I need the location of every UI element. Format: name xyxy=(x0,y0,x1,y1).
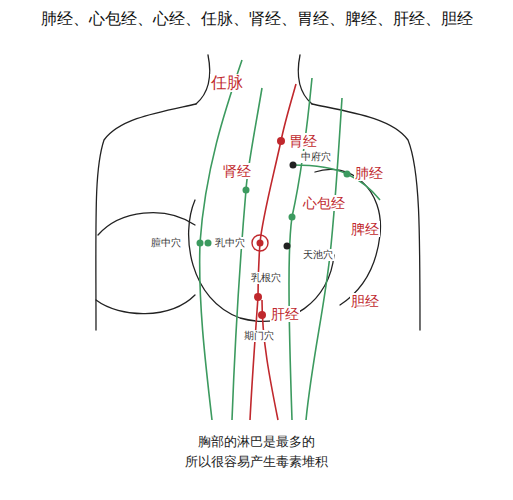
meridian-label: 肝经 xyxy=(270,306,300,322)
acupoint-label: 期门穴 xyxy=(243,330,275,342)
acupoint-label: 膻中穴 xyxy=(150,237,182,249)
meridian-label: 肾经 xyxy=(222,163,252,179)
meridian-label: 任脉 xyxy=(210,74,244,92)
meridian-label: 脾经 xyxy=(350,221,380,237)
meridian-label: 胃经 xyxy=(288,133,318,149)
acupoint-label: 乳中穴 xyxy=(214,237,246,249)
acupoint-label: 乳根穴 xyxy=(250,272,282,284)
meridian-label: 心包经 xyxy=(302,195,346,211)
acupoint-label: 天池穴 xyxy=(302,249,334,261)
page-title: 肺经、心包经、心经、任脉、肾经、胃经、脾经、肝经、胆经 xyxy=(0,10,513,28)
meridian-label: 胆经 xyxy=(350,293,380,309)
caption-text: 胸部的淋巴是最多的 所以很容易产生毒素堆积 xyxy=(156,432,356,471)
acupoint-label: 中府穴 xyxy=(300,151,332,163)
meridian-label: 肺经 xyxy=(354,165,384,181)
